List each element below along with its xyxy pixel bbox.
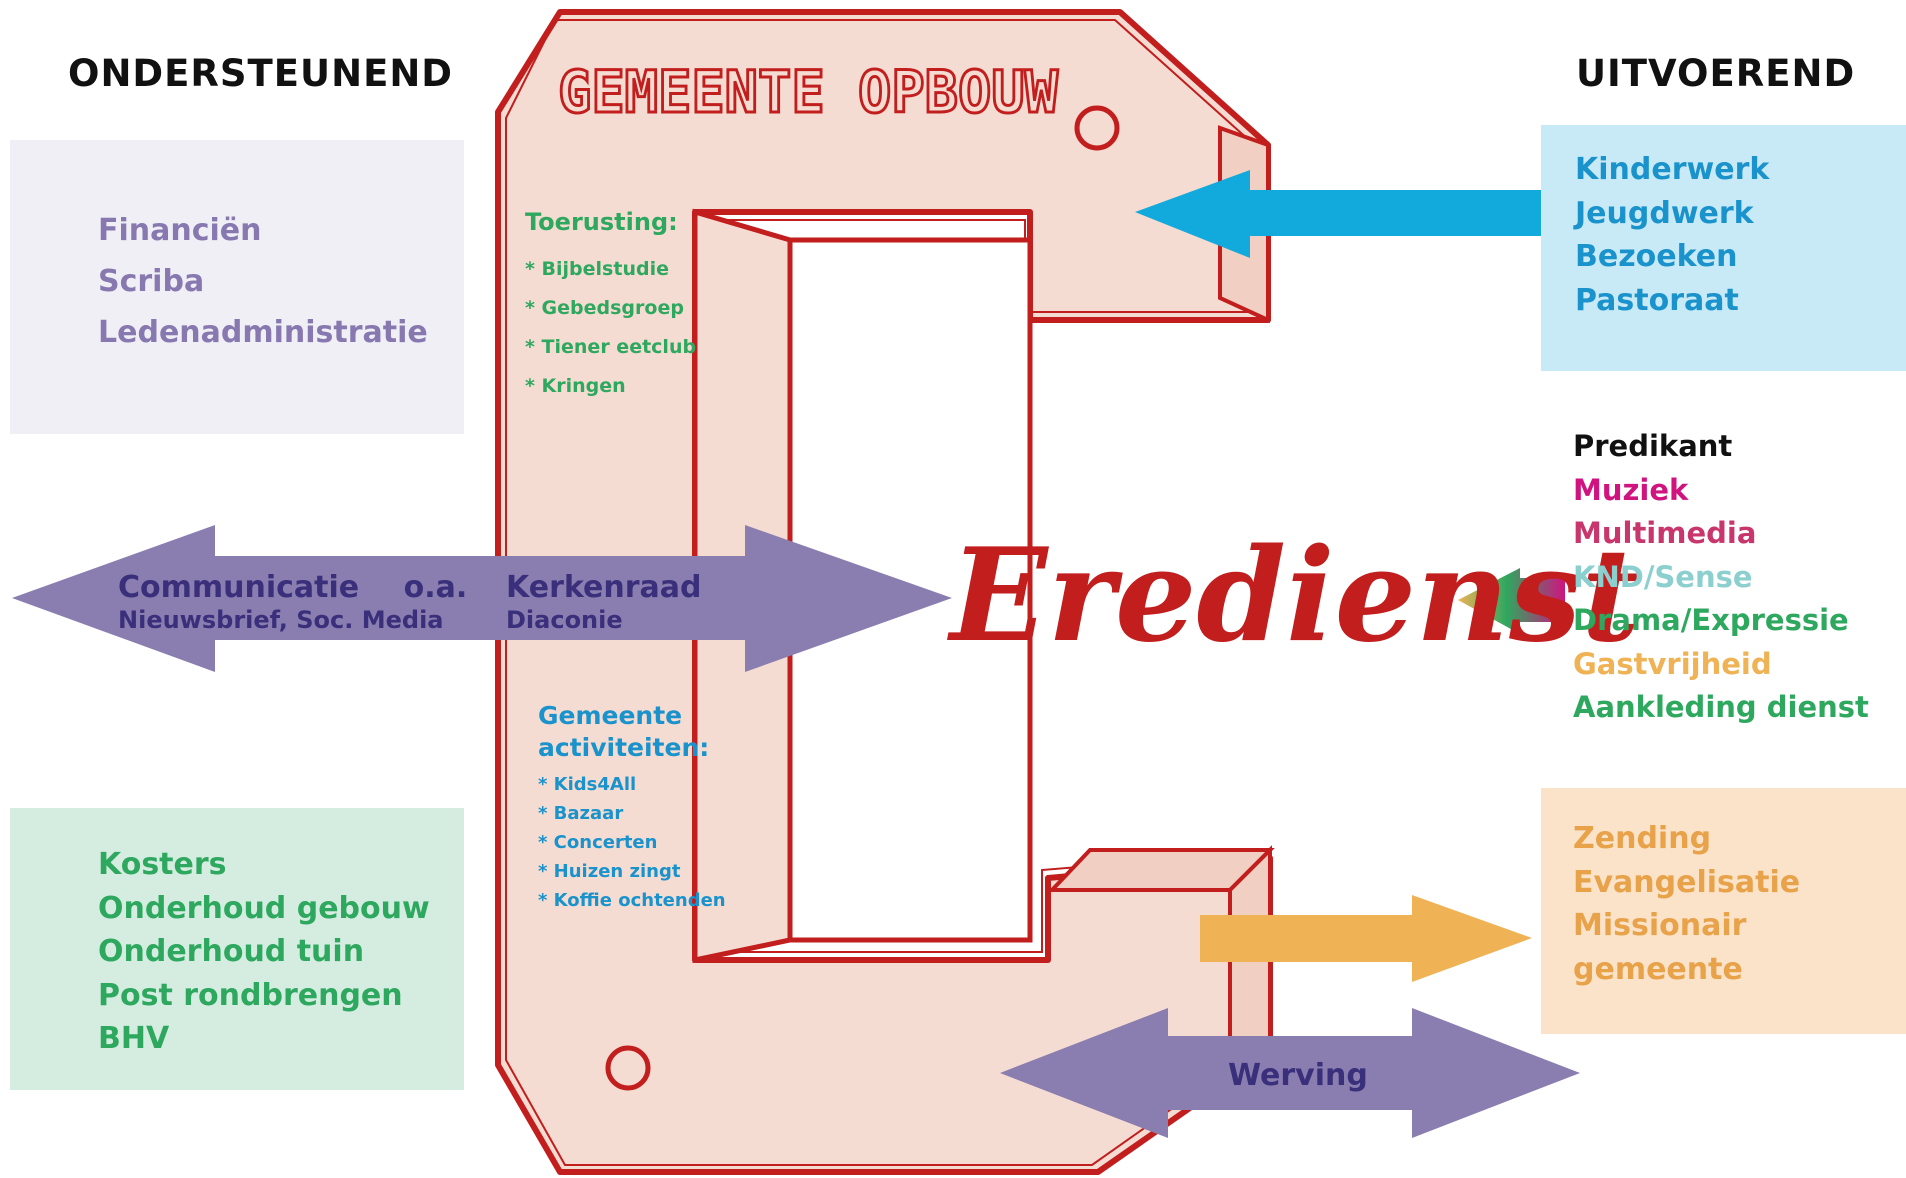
communicatie-sub: Nieuwsbrief, Soc. Media xyxy=(118,606,444,634)
toerusting-list: * Bijbelstudie * Gebedsgroep * Tiener ee… xyxy=(525,250,696,406)
toerusting-heading: Toerusting: xyxy=(525,208,678,236)
left-bottom-list: Kosters Onderhoud gebouw Onderhoud tuin … xyxy=(98,843,430,1061)
left-top-list: Financiën Scriba Ledenadministratie xyxy=(98,205,428,358)
heading-right: UITVOEREND xyxy=(1576,52,1856,95)
list-item: * Bijbelstudie xyxy=(525,258,669,280)
c-shape-hole-bottom xyxy=(605,1045,651,1091)
list-item: Gastvrijheid xyxy=(1573,646,1772,681)
list-item: * Concerten xyxy=(538,832,658,853)
list-item: Kinderwerk xyxy=(1575,152,1770,187)
eredienst-word: Eredienst xyxy=(947,521,1640,671)
communicatie-extra: o.a. xyxy=(403,570,468,605)
activiteiten-list: * Kids4All * Bazaar * Concerten * Huizen… xyxy=(538,770,726,915)
diaconie-label: Diaconie xyxy=(506,606,623,634)
list-item: Pastoraat xyxy=(1575,282,1739,318)
list-item: * Tiener eetclub xyxy=(525,336,697,358)
list-item: KND/Sense xyxy=(1573,559,1753,594)
list-item: Onderhoud tuin xyxy=(98,934,365,969)
right-bottom-box xyxy=(1541,788,1906,1034)
list-item: Onderhoud gebouw xyxy=(98,890,430,926)
list-item: Post rondbrengen xyxy=(98,977,403,1013)
blue-arrow xyxy=(1135,170,1541,258)
communicatie-title: Communicatie xyxy=(118,570,360,605)
list-item: * Huizen zingt xyxy=(538,861,681,882)
list-item: Evangelisatie xyxy=(1573,864,1801,900)
right-top-box xyxy=(1541,125,1906,371)
list-item: Aankleding dienst xyxy=(1573,690,1869,724)
c-shape-title: GEMEENTE OPBOUW xyxy=(558,58,1058,126)
list-item: Financiën xyxy=(98,213,262,248)
werving-label: Werving xyxy=(1228,1058,1368,1093)
right-middle-list: Predikant Muziek Multimedia KND/Sense Dr… xyxy=(1573,425,1869,730)
orange-arrow xyxy=(1200,895,1532,982)
list-item: BHV xyxy=(98,1021,170,1056)
activiteiten-heading-line2: activiteiten: xyxy=(538,733,710,762)
left-bottom-box xyxy=(10,808,464,1090)
list-item: Bezoeken xyxy=(1575,239,1738,274)
list-item: Predikant xyxy=(1573,429,1733,463)
activiteiten-heading-line1: Gemeente xyxy=(538,701,683,730)
list-item: * Kids4All xyxy=(538,774,637,795)
left-top-box xyxy=(10,140,464,434)
communication-double-arrow xyxy=(12,525,952,672)
list-item: * Kringen xyxy=(525,375,626,397)
list-item: Ledenadministratie xyxy=(98,315,428,350)
list-item: Jeugdwerk xyxy=(1575,195,1754,231)
list-item: Multimedia xyxy=(1573,516,1757,550)
kerkenraad-label: Kerkenraad xyxy=(506,570,702,605)
list-item: Muziek xyxy=(1573,472,1689,507)
list-item: * Bazaar xyxy=(538,803,624,824)
list-item: Scriba xyxy=(98,264,205,299)
list-item: Zending xyxy=(1573,821,1712,856)
c-shape-hole-top xyxy=(1074,105,1120,151)
list-item: Missionair gemeente xyxy=(1573,908,1747,987)
right-bottom-list: Zending Evangelisatie Missionair gemeent… xyxy=(1573,817,1906,991)
communicatie-label: Communicatie o.a. xyxy=(118,570,467,605)
right-top-list: Kinderwerk Jeugdwerk Bezoeken Pastoraat xyxy=(1575,148,1769,322)
multi-color-arrow xyxy=(1458,568,1565,634)
list-item: * Koffie ochtenden xyxy=(538,890,726,911)
heading-left: ONDERSTEUNEND xyxy=(68,52,454,95)
list-item: Drama/Expressie xyxy=(1573,603,1849,637)
activiteiten-heading: Gemeente activiteiten: xyxy=(538,700,709,764)
werving-double-arrow xyxy=(1000,1008,1580,1138)
list-item: Kosters xyxy=(98,847,227,882)
list-item: * Gebedsgroep xyxy=(525,297,684,319)
